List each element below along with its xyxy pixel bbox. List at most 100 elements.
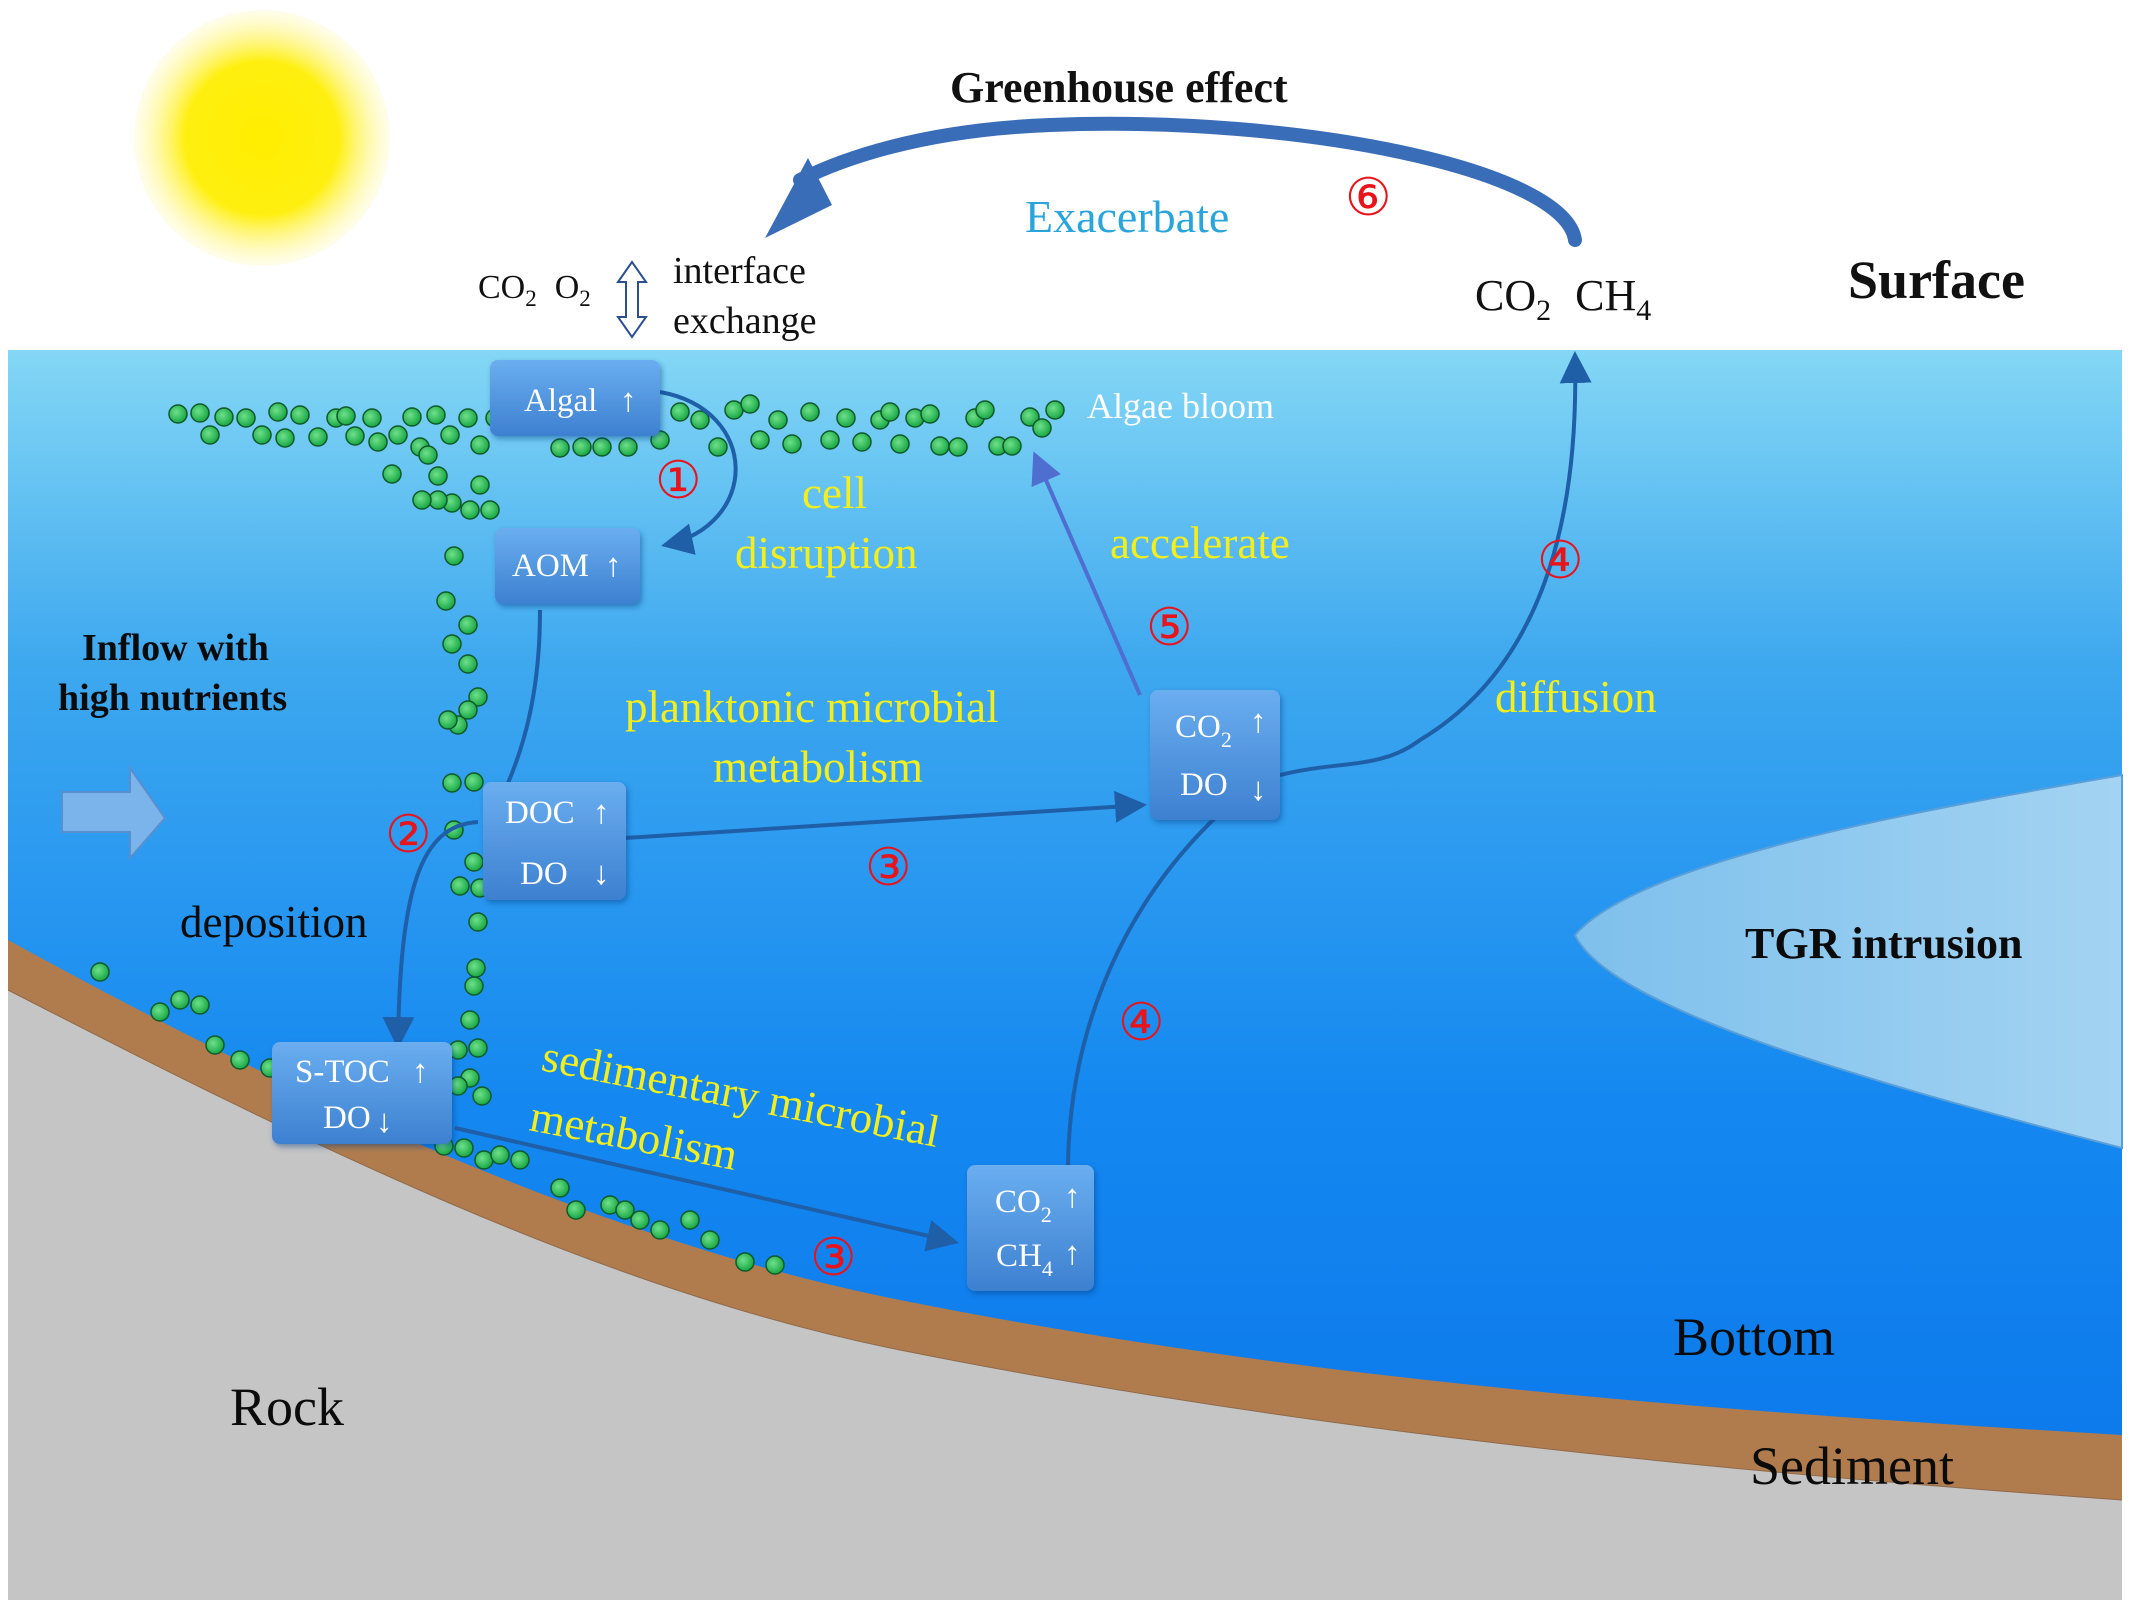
algae-cell xyxy=(592,437,612,457)
flow-arrows xyxy=(382,351,1592,1252)
algae-bloom-label: Algae bloom xyxy=(1087,386,1274,426)
algae-cell xyxy=(275,428,295,448)
algae-cell xyxy=(618,437,638,457)
rock-label: Rock xyxy=(230,1377,344,1437)
algae-cell xyxy=(880,402,900,422)
sun-icon xyxy=(134,10,390,266)
algae-cell xyxy=(308,427,328,447)
algae-cell xyxy=(230,1050,250,1070)
up-arrow-icon: ↑ xyxy=(412,1054,429,1090)
step-number-1: ① xyxy=(655,451,702,511)
algae-cell xyxy=(768,410,788,430)
box-stoc-do xyxy=(272,1042,452,1144)
step-number-6: ⑥ xyxy=(1345,168,1392,228)
inflow-line1: Inflow with xyxy=(82,627,269,669)
algae-cell xyxy=(1020,407,1040,427)
algae-cell xyxy=(836,408,856,428)
up-arrow-icon: ↑ xyxy=(593,795,610,831)
algae-cell xyxy=(800,402,820,422)
algae-cell xyxy=(550,1178,570,1198)
algae-cell xyxy=(1032,418,1052,438)
algae-cell xyxy=(650,430,670,450)
algae-cell xyxy=(480,500,500,520)
box-co2-label: CO2 xyxy=(1175,709,1232,752)
algae-cell xyxy=(440,425,460,445)
accelerate-label: accelerate xyxy=(1110,518,1290,568)
algae-cell xyxy=(458,408,478,428)
algae-cell xyxy=(450,876,470,896)
algae-cell xyxy=(572,437,592,457)
algae-cell xyxy=(615,1200,635,1220)
algae-cell xyxy=(362,408,382,428)
algae-cell xyxy=(388,425,408,445)
algae-cell xyxy=(470,475,490,495)
algae-cell xyxy=(765,1255,785,1275)
algae-cell xyxy=(236,408,256,428)
down-arrow-icon: ↓ xyxy=(1250,772,1267,808)
sediment-label: Sediment xyxy=(1750,1436,1954,1496)
algae-cell xyxy=(190,995,210,1015)
algae-cell xyxy=(464,772,484,792)
deposition-label: deposition xyxy=(180,897,368,947)
diffusion-label: diffusion xyxy=(1495,672,1657,722)
algae-cell xyxy=(460,500,480,520)
algae-cell xyxy=(418,445,438,465)
tgr-intrusion-zone xyxy=(1573,773,2123,1150)
algae-cell xyxy=(510,1150,530,1170)
algae-cell xyxy=(290,405,310,425)
inflow-line2: high nutrients xyxy=(58,677,287,719)
inflow-arrow-icon xyxy=(61,764,167,861)
algae-cell xyxy=(468,1038,488,1058)
algae-cell xyxy=(466,958,486,978)
box-aom-label: AOM xyxy=(512,548,589,584)
algae-cell xyxy=(168,404,188,424)
box-algal xyxy=(490,360,660,436)
algae-cell xyxy=(442,634,462,654)
step-number-4-upper: ④ xyxy=(1537,531,1584,591)
algae-cell xyxy=(436,591,456,611)
arrow-diffusion-lower xyxy=(1066,816,1217,1166)
algae-cell xyxy=(1002,436,1022,456)
arrow-diffusion-surface xyxy=(1279,351,1592,777)
planktonic-line1: planktonic microbial xyxy=(625,682,999,732)
box-stoc-label: S-TOC xyxy=(295,1054,390,1090)
algae-cell xyxy=(468,912,488,932)
algae-cell xyxy=(460,1010,480,1030)
algae-cell xyxy=(150,1002,170,1022)
arrow-sedimentary xyxy=(454,1126,959,1252)
step-number-3-sedimentary: ③ xyxy=(810,1228,857,1288)
algae-cell xyxy=(412,490,432,510)
algae-cell xyxy=(458,700,478,720)
arrow-cell-disruption xyxy=(659,390,738,555)
algae-cell xyxy=(444,546,464,566)
algae-cell xyxy=(890,434,910,454)
algae-cell xyxy=(468,687,488,707)
algae-cell xyxy=(428,466,448,486)
algae-cell xyxy=(382,464,402,484)
box-co2-lower-label: CO2 xyxy=(995,1184,1052,1227)
arrow-aom-to-doc xyxy=(503,609,542,791)
algae-cell xyxy=(490,1145,510,1165)
algae-cell xyxy=(550,438,570,458)
algae-cell xyxy=(402,407,422,427)
exchange-line2: exchange xyxy=(673,300,816,342)
arrow-accelerate xyxy=(1031,451,1142,696)
box-aom xyxy=(495,528,640,604)
algae-cell xyxy=(680,1210,700,1230)
cell-line2: disruption xyxy=(735,528,918,578)
algae-cell xyxy=(735,1252,755,1272)
algae-cell xyxy=(268,402,288,422)
algae-cell xyxy=(438,710,458,730)
up-arrow-icon: ↑ xyxy=(1064,1236,1081,1272)
algae-cell xyxy=(472,1086,492,1106)
greenhouse-title: Greenhouse effect xyxy=(950,63,1288,112)
rock-layer xyxy=(8,990,2122,1600)
algae-cell xyxy=(740,394,760,414)
algae-cell xyxy=(426,405,446,425)
algae-cell xyxy=(820,430,840,450)
algae-cell xyxy=(670,402,690,422)
greenhouse-arc-arrow xyxy=(793,116,1582,247)
